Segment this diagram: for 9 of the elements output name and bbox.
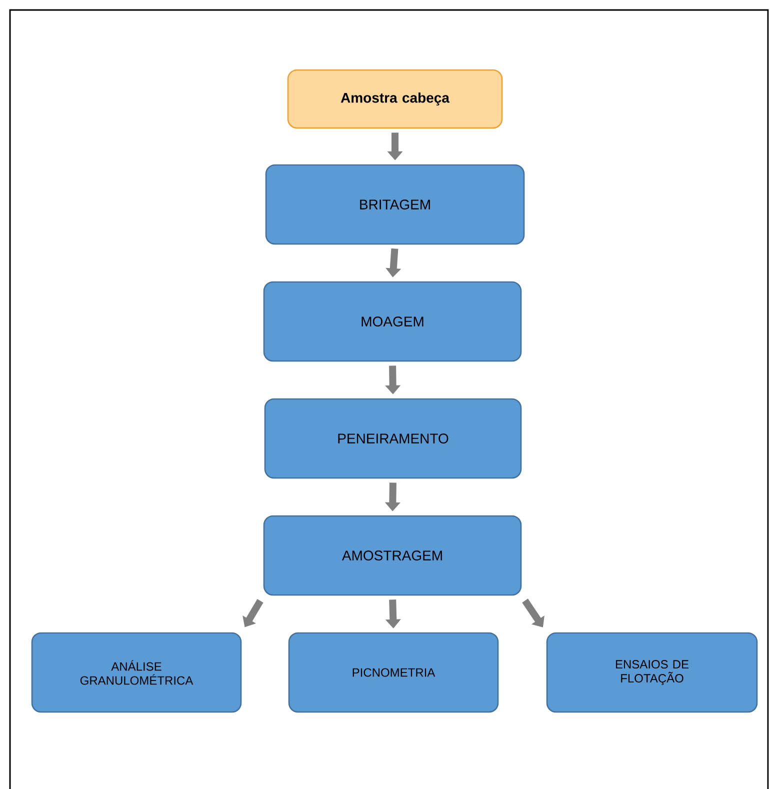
process-box: ENSAIOS DE FLOTAÇÃO xyxy=(546,632,758,713)
arrow xyxy=(522,598,544,628)
process-box: BRITAGEM xyxy=(265,164,525,245)
process-box: AMOSTRAGEM xyxy=(263,515,522,596)
process-box: PICNOMETRIA xyxy=(288,632,499,713)
process-box: PENEIRAMENTO xyxy=(264,398,522,479)
process-box: ANÁLISE GRANULOMÉTRICA xyxy=(31,632,242,713)
process-box: Amostra cabeça xyxy=(287,69,503,129)
process-box: MOAGEM xyxy=(263,281,522,362)
